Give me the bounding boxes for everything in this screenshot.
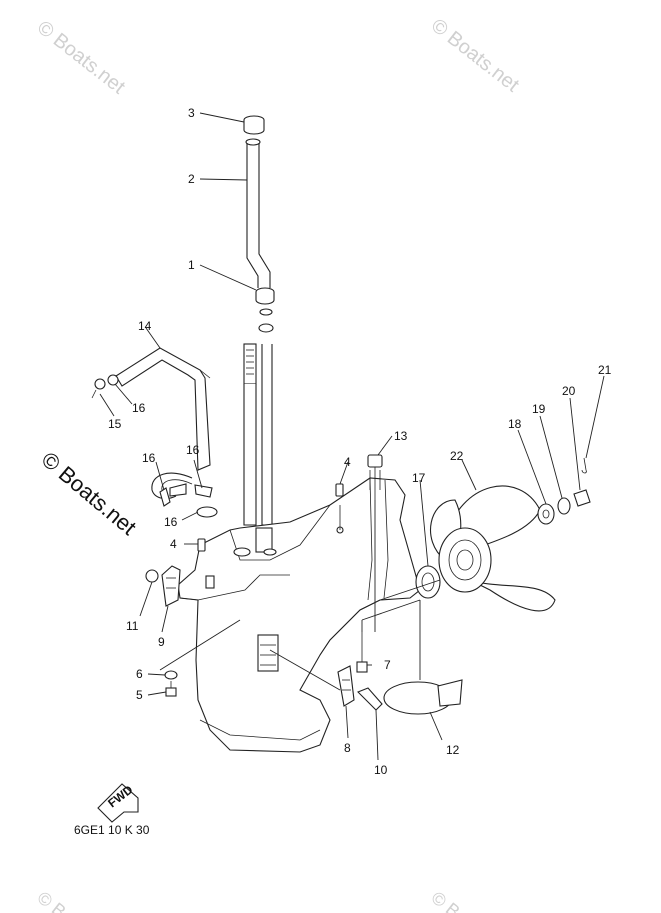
callout-4-lower: 4 [170, 537, 177, 551]
part-water-tube[interactable] [245, 138, 271, 288]
watermark-top-right: © Boats.net [427, 15, 523, 97]
watermark-bottom-left: © B [34, 887, 70, 913]
catalog-code: 6GE1 10 K 30 [74, 823, 150, 837]
callout-1: 1 [188, 258, 195, 272]
watermark-side: © Boats.net [37, 447, 141, 540]
part-spacer-18[interactable] [537, 503, 555, 525]
forward-direction-arrow: FWD [97, 782, 139, 823]
callout-7: 7 [384, 658, 391, 672]
callout-14: 14 [138, 319, 152, 333]
part-water-tube-grommet[interactable] [255, 287, 275, 333]
drive-shaft [243, 343, 273, 526]
part-bolt-10[interactable] [357, 687, 383, 711]
part-cotter-pin-21[interactable] [581, 457, 587, 474]
part-trim-tab-12[interactable] [383, 679, 463, 715]
lower-casing [177, 477, 421, 753]
part-plug-5[interactable] [165, 681, 177, 697]
callout-3: 3 [188, 106, 195, 120]
part-washer-19[interactable] [557, 497, 571, 515]
part-bolt-7[interactable] [356, 632, 368, 673]
part-anode-9[interactable] [161, 565, 181, 607]
callout-20: 20 [562, 384, 576, 398]
watermark-bottom-right: © B [428, 887, 464, 913]
part-clip-16d[interactable] [196, 506, 218, 518]
callout-16-left: 16 [142, 451, 156, 465]
part-hose-fitting-15[interactable] [91, 378, 106, 399]
callout-16-upper: 16 [186, 443, 200, 457]
part-thrust-washer-17[interactable] [415, 565, 441, 599]
callout-22: 22 [450, 449, 464, 463]
part-nut-11[interactable] [145, 569, 159, 583]
leader-lines [99, 112, 605, 761]
part-anode-8[interactable] [337, 665, 355, 707]
part-propeller-22[interactable] [429, 485, 556, 612]
callout-9: 9 [158, 635, 165, 649]
callout-16-lower: 16 [164, 515, 178, 529]
part-gasket-6[interactable] [164, 670, 178, 680]
part-nut-20[interactable] [573, 489, 591, 507]
callout-10: 10 [374, 763, 388, 777]
part-hose-curved[interactable] [151, 472, 193, 500]
callout-6: 6 [136, 667, 143, 681]
callout-numbers: 1 2 3 4 4 5 6 7 8 9 10 11 12 13 14 15 16… [108, 106, 612, 777]
part-hose-14[interactable] [115, 347, 211, 471]
callout-12: 12 [446, 743, 460, 757]
callout-5: 5 [136, 688, 143, 702]
part-water-tube-cap[interactable] [243, 115, 265, 135]
part-clip-16a[interactable] [107, 374, 119, 386]
callout-17: 17 [412, 471, 426, 485]
callout-8: 8 [344, 741, 351, 755]
part-bolt-screw[interactable] [205, 575, 215, 589]
callout-13: 13 [394, 429, 408, 443]
part-clip-16c[interactable] [194, 484, 213, 498]
watermark-top-left: © Boats.net [33, 17, 129, 99]
part-dowel-pin-upper[interactable] [335, 483, 344, 497]
callout-16-hose: 16 [132, 401, 146, 415]
callout-11: 11 [126, 619, 139, 633]
callout-21: 21 [598, 363, 612, 377]
callout-2: 2 [188, 172, 195, 186]
callout-19: 19 [532, 402, 546, 416]
part-bolt-13[interactable] [367, 454, 383, 500]
callout-18: 18 [508, 417, 522, 431]
callout-4-upper: 4 [344, 455, 351, 469]
callout-15: 15 [108, 417, 122, 431]
part-dowel-pin-lower[interactable] [197, 538, 206, 552]
